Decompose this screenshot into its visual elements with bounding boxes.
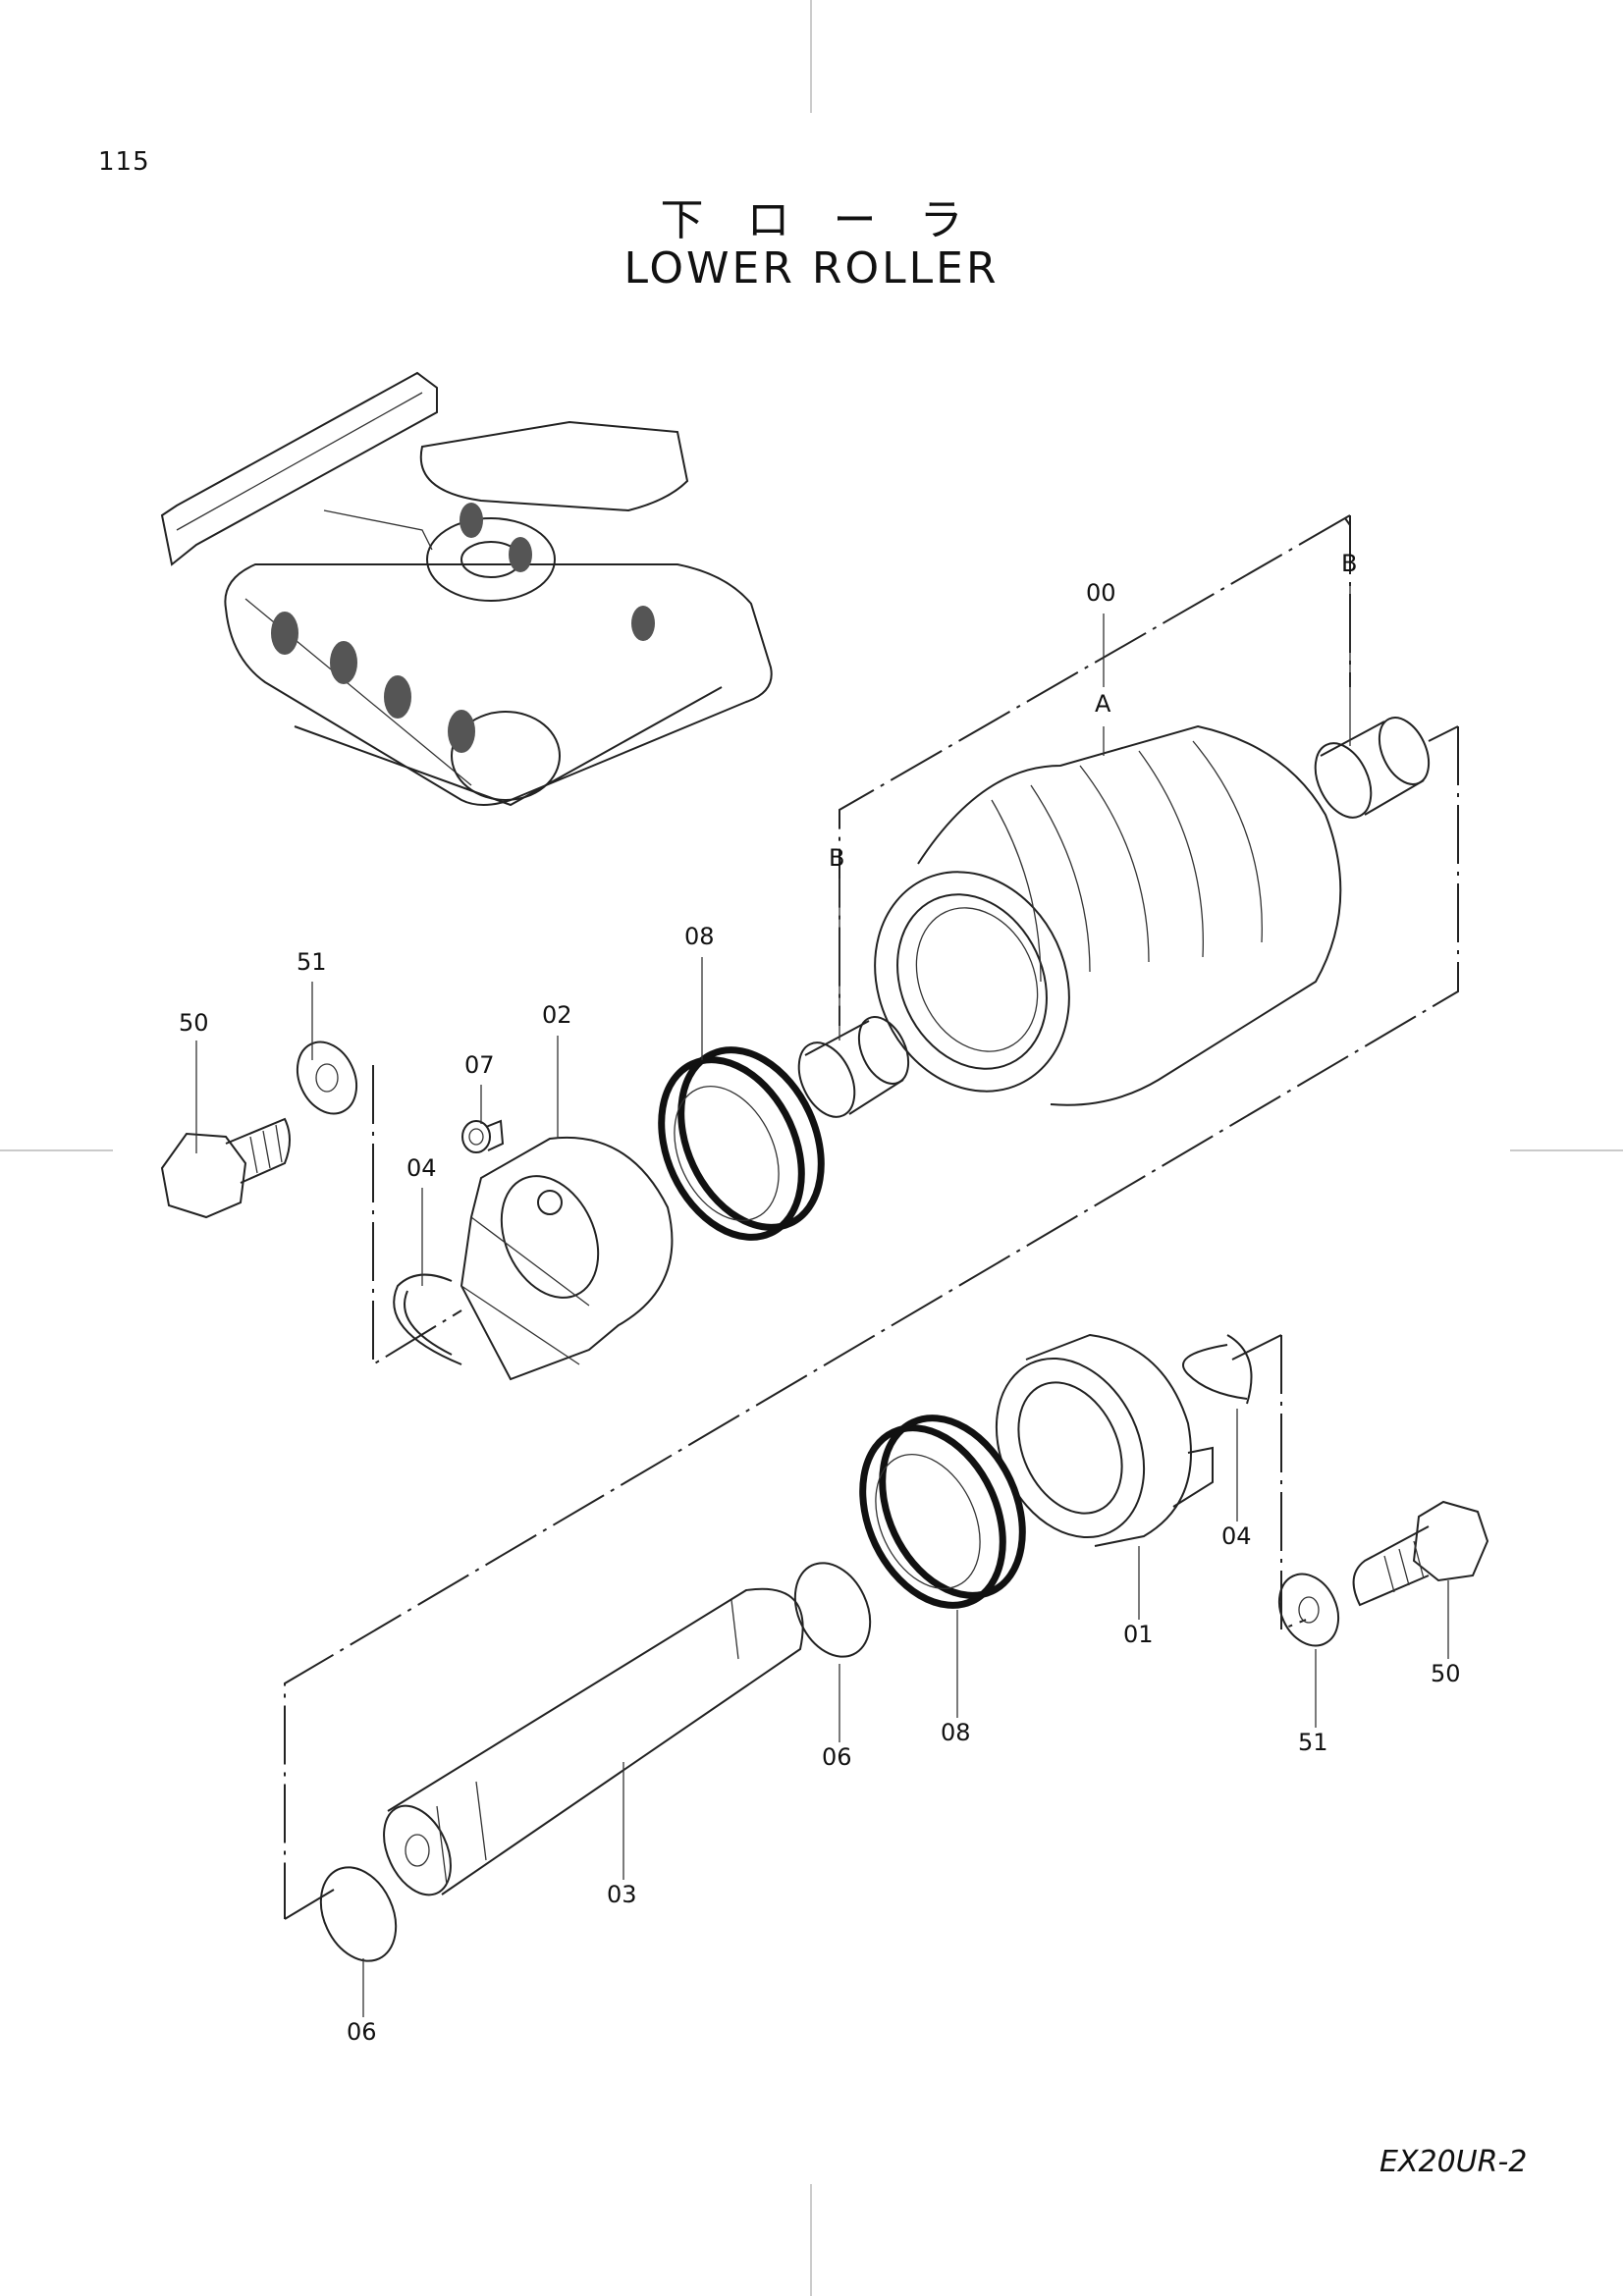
plug — [461, 1119, 505, 1153]
roller-body — [874, 724, 1342, 1106]
callout-04-upper: 04 — [406, 1154, 437, 1182]
highlighted-rollers — [271, 503, 655, 753]
callout-04-lower: 04 — [1221, 1522, 1252, 1550]
leader-lines — [195, 584, 1449, 2017]
callout-07: 07 — [464, 1051, 495, 1079]
bolt-upper — [160, 1117, 291, 1219]
o-ring-mid — [793, 1562, 872, 1658]
callout-06-mid: 06 — [822, 1743, 852, 1771]
bolt-lower — [1352, 1500, 1489, 1607]
callout-b-lower: B — [829, 844, 844, 872]
shaft — [383, 1587, 804, 1896]
callout-50-lower: 50 — [1431, 1660, 1461, 1687]
callout-b-upper: B — [1341, 550, 1357, 577]
excavator-overview-sketch — [160, 371, 773, 807]
callout-08-lower: 08 — [941, 1719, 971, 1746]
collar-upper — [460, 1136, 674, 1381]
sleeve-bushing-lower — [797, 1016, 910, 1118]
washer-upper — [296, 1041, 358, 1115]
callout-06-lower: 06 — [347, 2018, 377, 2046]
snap-ring-upper — [393, 1273, 462, 1365]
callout-51-lower: 51 — [1298, 1729, 1328, 1756]
model-code: EX20UR-2 — [1380, 2145, 1528, 2179]
washer-lower — [1277, 1573, 1340, 1647]
title-japanese: 下ローラ — [660, 195, 1006, 245]
floating-seal-lower — [859, 1415, 1026, 1609]
sleeve-bushing-upper — [1314, 717, 1431, 819]
floating-seal-upper — [658, 1046, 825, 1241]
callout-00: 00 — [1086, 579, 1116, 607]
callout-02: 02 — [542, 1001, 572, 1029]
callout-01: 01 — [1123, 1621, 1154, 1648]
callout-51-upper: 51 — [297, 948, 327, 976]
callout-08-upper: 08 — [684, 923, 715, 950]
page-number: 115 — [98, 147, 150, 177]
callout-a: A — [1095, 690, 1111, 718]
title-english: LOWER ROLLER — [623, 243, 1000, 294]
callout-labels: 00 A B B 50 51 02 07 08 04 01 04 50 51 0… — [179, 550, 1461, 2046]
callout-50-upper: 50 — [179, 1009, 209, 1037]
callout-03: 03 — [607, 1881, 637, 1908]
o-ring-lower — [319, 1866, 398, 1962]
snap-ring-lower — [1182, 1334, 1253, 1405]
